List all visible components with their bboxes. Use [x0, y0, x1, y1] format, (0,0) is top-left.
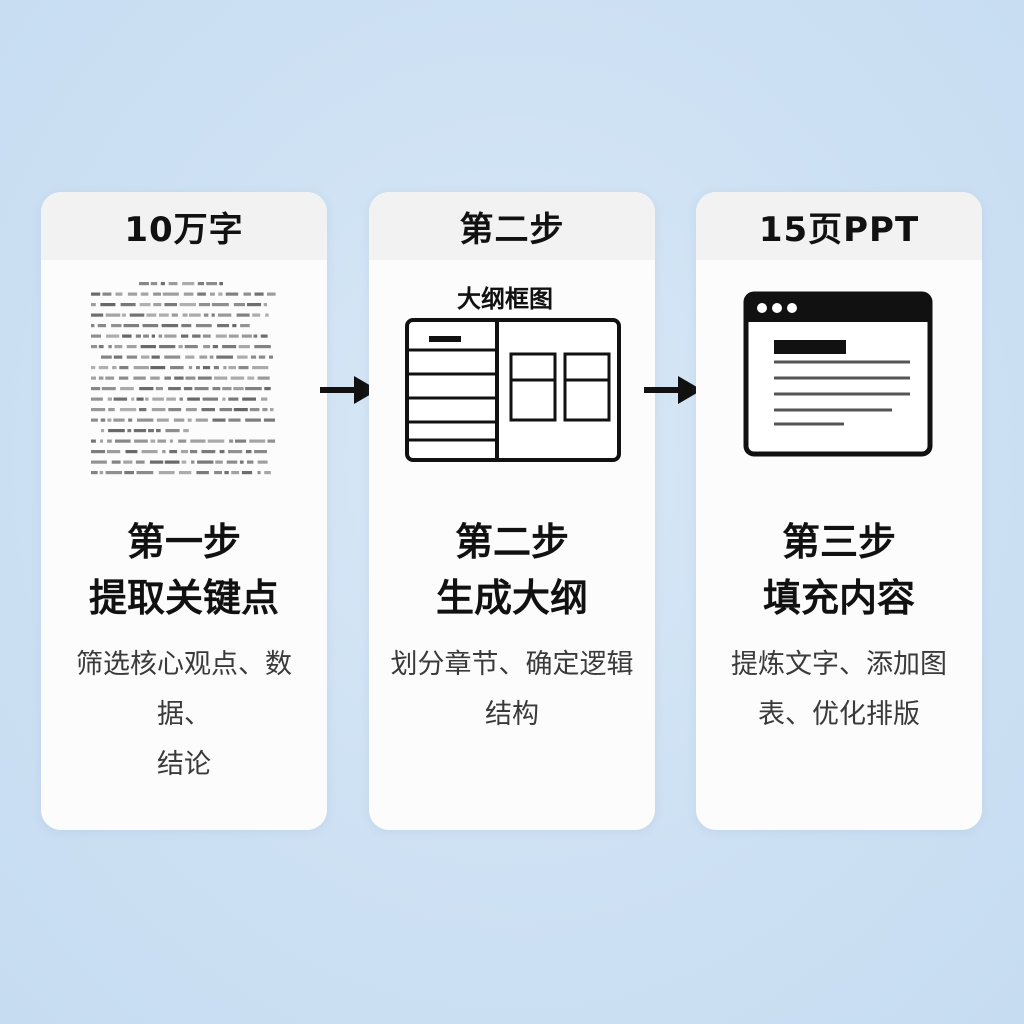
step-number: 第二步: [454, 520, 569, 564]
step-number: 第三步: [781, 520, 896, 564]
card-title: 15页PPT: [758, 209, 920, 250]
step-description: 划分章节、确定逻辑 结构: [389, 640, 635, 740]
card-title: 第二步: [459, 209, 565, 250]
step-name: 填充内容: [762, 576, 915, 620]
step-name: 生成大纲: [435, 576, 588, 620]
outline-diagram-icon: 大纲框图: [405, 285, 621, 462]
description-line: 提炼文字、添加图: [731, 649, 947, 680]
card-header: 第二步: [369, 192, 655, 260]
description-line: 筛选核心观点、数据、: [76, 649, 292, 730]
step-title: 第二步 生成大纲: [369, 514, 655, 626]
step-name: 提取关键点: [88, 576, 279, 620]
arrow-right-icon: [320, 376, 378, 404]
card-title: 10万字: [124, 209, 244, 250]
description-line: 划分章节、确定逻辑: [390, 649, 634, 680]
card-header: 15页PPT: [696, 192, 982, 260]
step-title: 第一步 提取关键点: [41, 514, 327, 626]
card-step-2: 第二步 大纲框图 第二步 生成大纲 划分章节、确定逻辑 结构: [369, 192, 655, 830]
card-step-3: 15页PPT 第三步 填充内容 提炼文字、添加图 表、优化排版: [696, 192, 982, 830]
step-title: 第三步 填充内容: [696, 514, 982, 626]
slide-window-icon: [743, 291, 933, 457]
description-line: 表、优化排版: [758, 699, 920, 730]
card-step-1: 10万字 第一步 提取关键点 筛选核心观点、数据、 结论: [41, 192, 327, 830]
card-header: 10万字: [41, 192, 327, 260]
step-description: 筛选核心观点、数据、 结论: [61, 640, 307, 790]
description-line: 结论: [157, 749, 211, 780]
document-text-icon: [91, 282, 276, 475]
description-line: 结构: [485, 699, 539, 730]
step-description: 提炼文字、添加图 表、优化排版: [716, 640, 962, 740]
step-number: 第一步: [126, 520, 241, 564]
illustration-label: 大纲框图: [457, 285, 553, 313]
arrow-right-icon: [644, 376, 702, 404]
